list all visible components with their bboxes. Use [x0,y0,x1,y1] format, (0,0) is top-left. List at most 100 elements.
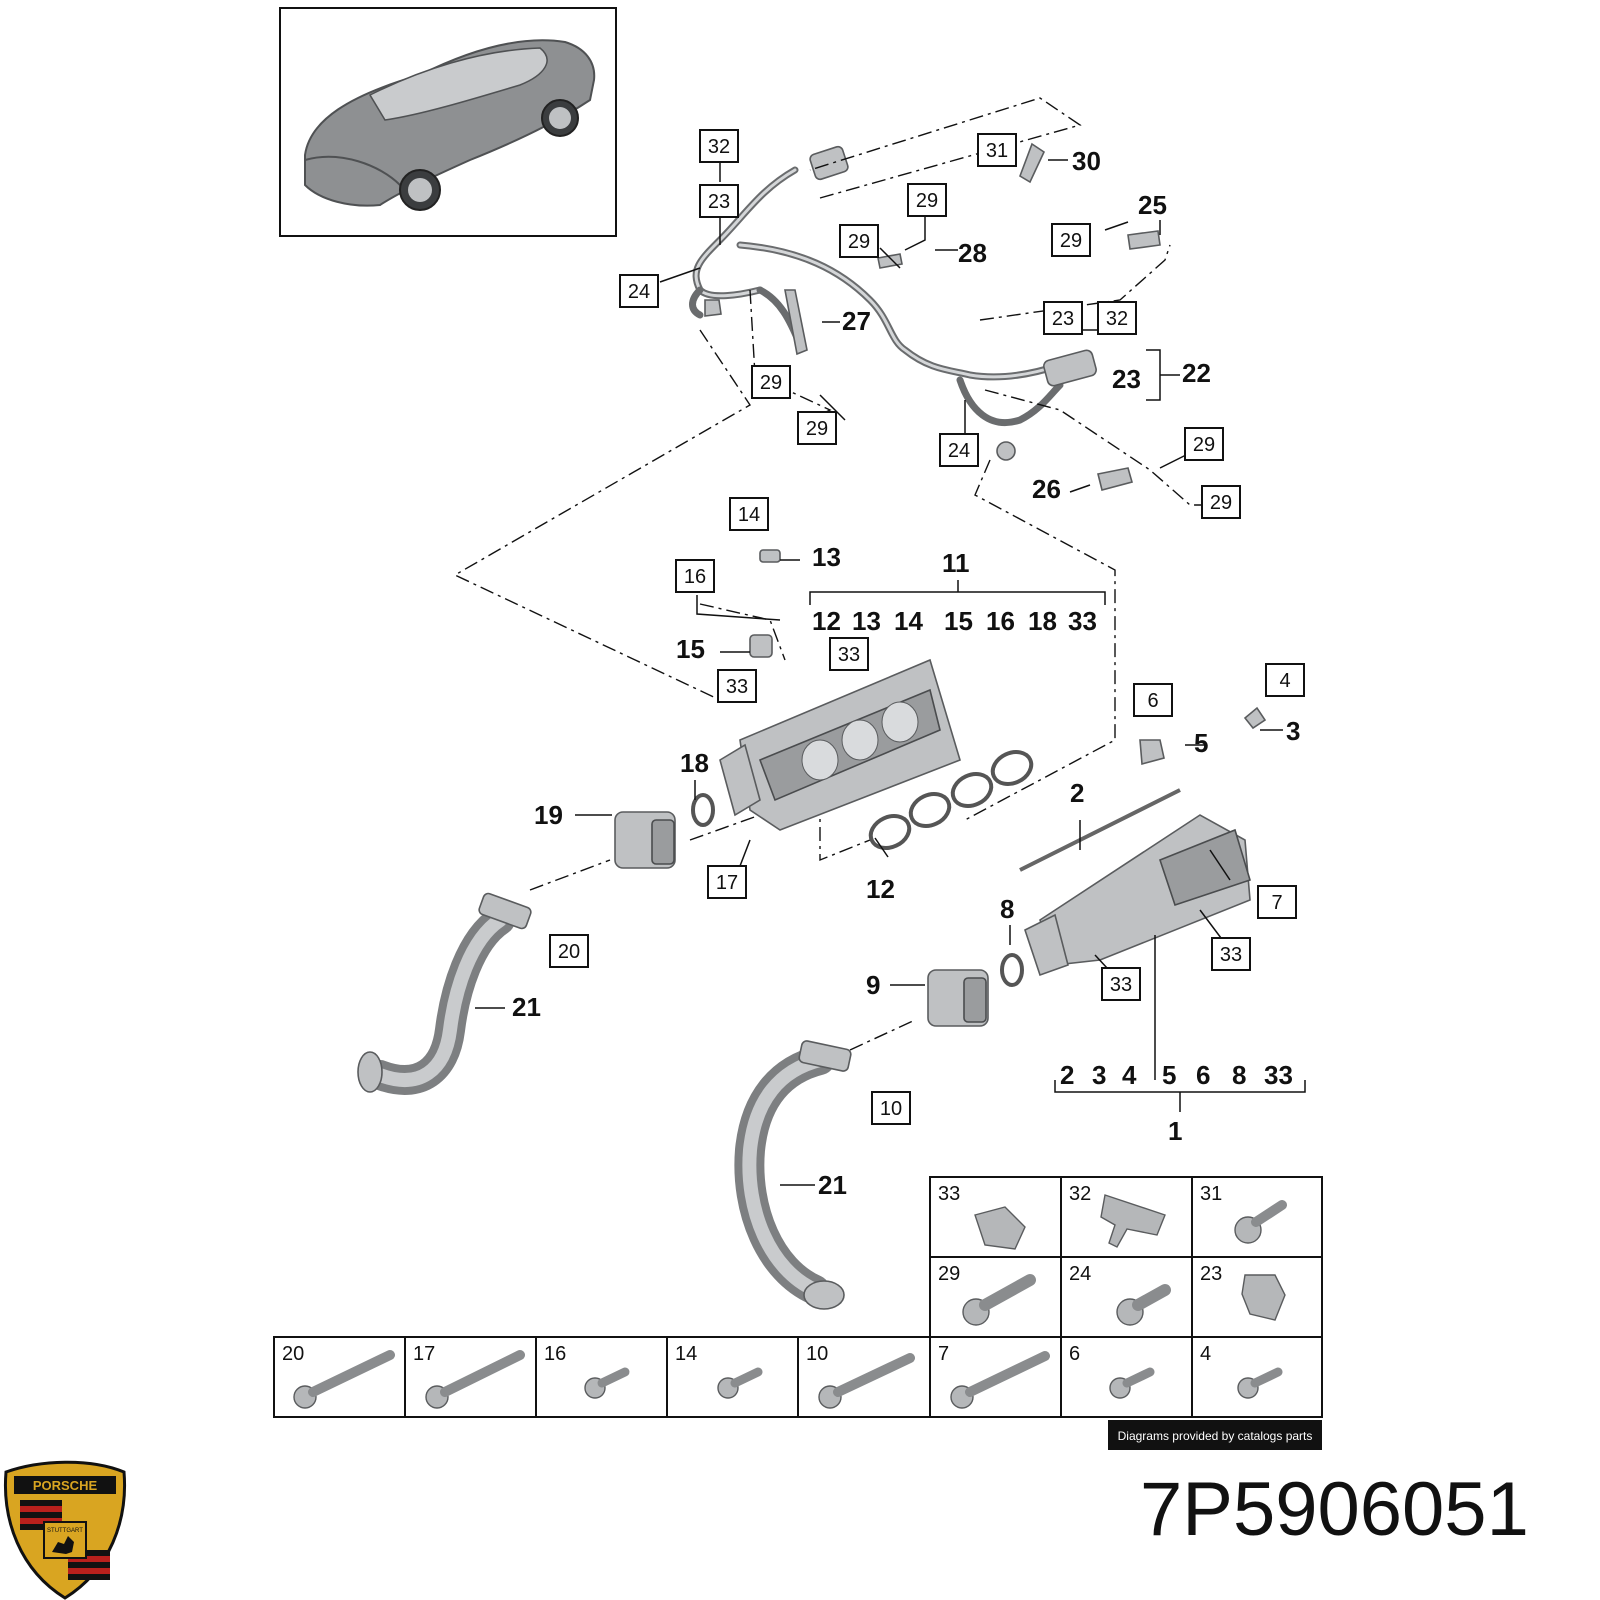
svg-text:27: 27 [842,306,871,336]
svg-text:15: 15 [944,606,973,636]
svg-text:9: 9 [866,970,880,1000]
group-1-list: 2 3 4 5 6 8 33 [1060,1060,1293,1090]
svg-text:6: 6 [1196,1060,1210,1090]
svg-text:8: 8 [1000,894,1014,924]
hardware-cell-17: 17 [413,1343,525,1409]
svg-text:29: 29 [938,1263,960,1285]
svg-text:22: 22 [1182,358,1211,388]
svg-text:32: 32 [708,136,730,158]
svg-text:12: 12 [866,874,895,904]
svg-text:6: 6 [1147,690,1158,712]
vacuum-line-assembly [689,142,1161,491]
svg-text:18: 18 [1028,606,1057,636]
charge-air-hose-upper [357,892,532,1095]
svg-text:31: 31 [986,140,1008,162]
svg-text:29: 29 [1193,434,1215,456]
svg-text:4: 4 [1279,670,1290,692]
hardware-cell-10: 10 [806,1343,915,1409]
callout-box: 23 [699,184,739,218]
svg-text:17: 17 [413,1343,435,1365]
svg-text:PORSCHE: PORSCHE [33,1478,98,1493]
leader-lines [475,159,1306,1186]
hardware-cell-4: 4 [1200,1343,1283,1399]
diagram-credit: Diagrams provided by catalogs parts [1108,1420,1322,1450]
hardware-cell-29: 29 [938,1263,1036,1326]
svg-text:20: 20 [558,941,580,963]
svg-text:29: 29 [806,418,828,440]
hardware-cell-14: 14 [675,1343,763,1399]
throttle-body-19 [614,793,715,869]
svg-text:30: 30 [1072,146,1101,176]
svg-text:5: 5 [1194,728,1208,758]
svg-text:Diagrams provided by catalogs: Diagrams provided by catalogs parts [1118,1429,1313,1443]
svg-text:3: 3 [1092,1060,1106,1090]
boxed-callouts: 32 23 24 29 31 29 29 29 29 23 32 24 29 2… [549,129,1305,1125]
svg-text:33: 33 [1068,606,1097,636]
svg-text:32: 32 [1106,308,1128,330]
callout-box: 33 [1101,967,1141,1001]
manifold-gaskets [868,749,1034,851]
callout-box: 29 [1184,427,1224,461]
svg-text:3: 3 [1286,716,1300,746]
svg-text:29: 29 [1060,230,1082,252]
callout-box: 33 [717,669,757,703]
callout-box: 24 [619,274,659,308]
svg-text:10: 10 [880,1098,902,1120]
intake-manifold-lower [1019,706,1267,977]
svg-text:15: 15 [676,634,705,664]
charge-air-hose-lower [734,1040,852,1310]
svg-text:28: 28 [958,238,987,268]
svg-text:11: 11 [942,548,970,578]
svg-text:24: 24 [628,281,650,303]
svg-text:12: 12 [812,606,841,636]
svg-text:4: 4 [1200,1343,1211,1365]
svg-text:17: 17 [716,872,738,894]
svg-text:29: 29 [760,372,782,394]
hardware-cell-32: 32 [1069,1183,1166,1248]
svg-text:19: 19 [534,800,563,830]
svg-text:23: 23 [1112,364,1141,394]
callout-box: 14 [729,497,769,531]
callout-box: 23 [1043,301,1083,335]
svg-text:8: 8 [1232,1060,1246,1090]
hardware-cell-6: 6 [1069,1343,1155,1399]
svg-text:16: 16 [684,566,706,588]
callout-box: 16 [675,559,715,593]
plain-callouts: 30 28 25 22 23 26 13 11 15 18 19 12 2 5 … [512,146,1300,1200]
svg-text:23: 23 [708,191,730,213]
svg-text:7: 7 [938,1343,949,1365]
svg-text:33: 33 [838,644,860,666]
svg-text:33: 33 [1264,1060,1293,1090]
svg-text:29: 29 [1210,492,1232,514]
svg-text:13: 13 [852,606,881,636]
callout-box: 29 [1051,223,1091,257]
hardware-cell-31: 31 [1200,1183,1287,1244]
throttle-body-9 [927,953,1024,1027]
hardware-cell-7: 7 [938,1343,1050,1409]
callout-box: 33 [1211,937,1251,971]
part-number: 7P5906051 [1140,1467,1529,1552]
callout-box: 29 [907,183,947,217]
callout-box: 20 [549,934,589,968]
svg-text:18: 18 [680,748,709,778]
callout-box: 29 [797,411,837,445]
svg-text:33: 33 [938,1183,960,1205]
hardware-cell-24: 24 [1069,1263,1171,1326]
svg-text:33: 33 [726,676,748,698]
svg-text:1: 1 [1168,1116,1182,1146]
group-11-list: 12 13 14 15 16 18 33 [812,606,1097,636]
hardware-cell-23: 23 [1200,1263,1286,1321]
callout-box: 7 [1257,885,1297,919]
svg-text:STUTTGART: STUTTGART [47,1528,83,1534]
svg-text:24: 24 [948,440,970,462]
svg-text:14: 14 [894,606,923,636]
svg-text:2: 2 [1070,778,1084,808]
svg-text:16: 16 [986,606,1015,636]
svg-text:5: 5 [1162,1060,1176,1090]
callout-box: 4 [1265,663,1305,697]
svg-text:29: 29 [848,231,870,253]
svg-text:26: 26 [1032,474,1061,504]
svg-text:25: 25 [1138,190,1167,220]
callout-box: 33 [829,637,869,671]
intake-manifold-upper [719,549,961,831]
